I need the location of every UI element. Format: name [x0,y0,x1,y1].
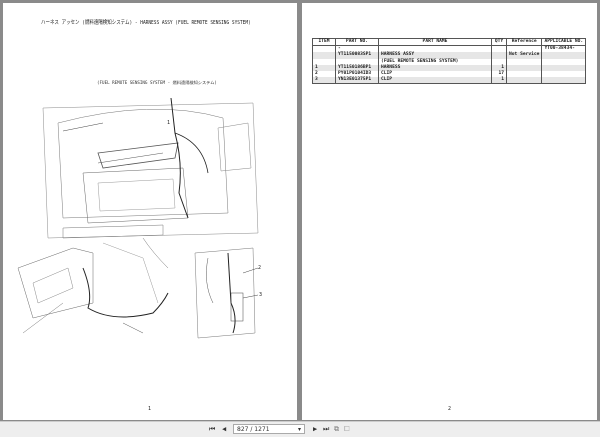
page-number: 2 [448,406,452,412]
header-qty: QTY [491,37,507,47]
cell-applicable [541,58,587,65]
cell-applicable [541,71,587,78]
header-reference: Reference [505,37,543,47]
cell-applicable [541,77,587,85]
callout-1: 1 [167,120,171,126]
two-page-view-icon[interactable]: ⧉ [334,425,339,433]
first-page-icon[interactable]: ⏮ [209,425,216,433]
cell-part-no: YN13E01375P1 [335,77,379,85]
chevron-down-icon[interactable]: ▾ [297,426,301,433]
cell-item: 3 [312,77,336,85]
previous-page-icon[interactable]: ◀ [222,425,227,433]
cell-reference: Not Service [505,52,543,59]
header-applicable: APPLICABLE NO. [541,37,587,47]
header-part-name: PART NAME [378,37,492,47]
viewer-toolbar: ⏮ ◀ 827 / 1271 ▾ ▶ ⏭ ⧉ ⧠ [0,421,600,437]
table-row: -YT00-38434- [312,45,587,53]
cell-applicable: YT00-38434- [541,45,587,53]
parts-table: ITEM PART NO. PART NAME QTY Reference AP… [312,37,587,85]
cell-reference [505,77,543,85]
page-title: ハーネス アッセン (燃料遠隔検知システム) - HARNESS ASSY (F… [41,20,251,26]
cell-reference [505,45,543,53]
cell-reference [505,71,543,78]
table-row: (FUEL REMOTE SENSING SYSTEM) [312,58,587,65]
cell-qty: 1 [491,77,507,85]
cell-item [312,45,336,53]
cell-reference [505,64,543,72]
page-number-input[interactable]: 827 / 1271 ▾ [233,424,305,434]
header-item: ITEM [312,37,336,47]
fit-page-icon[interactable]: ⧠ [344,425,350,433]
harness-diagram [17,97,259,339]
cell-reference [505,58,543,65]
right-page: ITEM PART NO. PART NAME QTY Reference AP… [302,3,597,420]
next-page-icon[interactable]: ▶ [313,425,318,433]
cell-qty [491,45,507,53]
cell-part-name: CLIP [378,77,492,85]
callout-3: 3 [259,292,263,298]
table-header: ITEM PART NO. PART NAME QTY Reference AP… [312,37,587,47]
last-page-icon[interactable]: ⏭ [323,425,330,433]
cell-applicable [541,64,587,72]
header-part-no: PART NO. [335,37,379,47]
cell-applicable [541,52,587,59]
page-number: 1 [148,406,152,412]
left-page: ハーネス アッセン (燃料遠隔検知システム) - HARNESS ASSY (F… [3,3,297,420]
page-value: 827 / 1271 [237,426,270,433]
callout-2: 2 [258,265,262,271]
diagram-caption: (FUEL REMOTE SENSING SYSTEM - 燃料遠隔検知システム… [97,80,217,85]
